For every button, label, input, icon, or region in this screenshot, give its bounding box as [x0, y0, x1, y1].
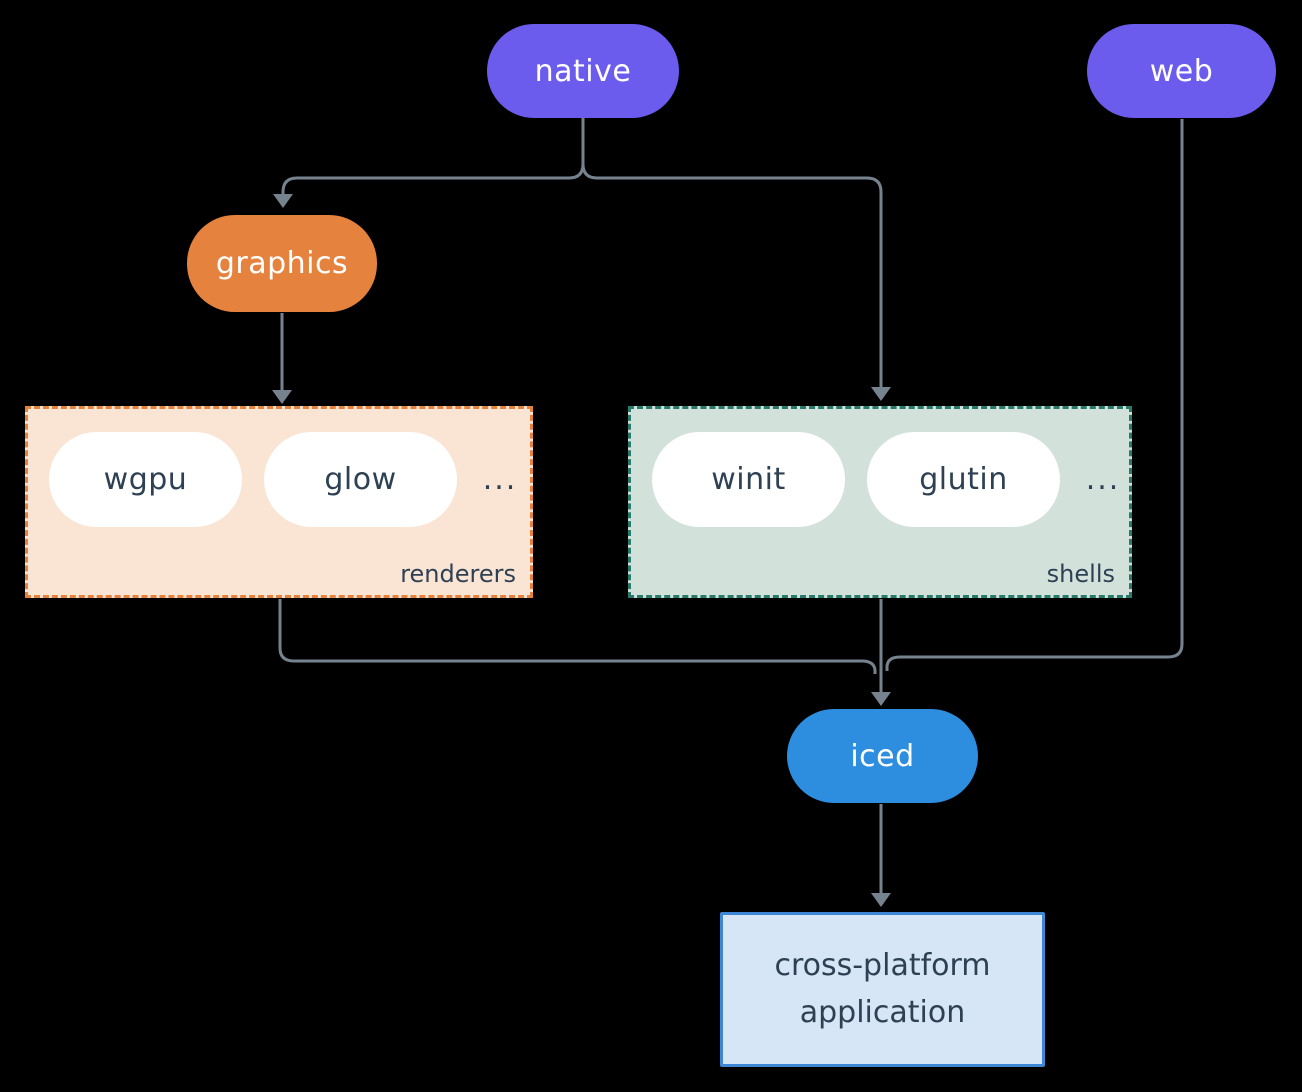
pill-glow-label: glow	[324, 462, 397, 497]
pill-winit: winit	[652, 432, 845, 527]
application-label: cross-platform application	[774, 948, 991, 1030]
node-native-label: native	[534, 53, 632, 89]
arrowhead-graphics	[273, 194, 293, 208]
pill-wgpu: wgpu	[49, 432, 242, 527]
node-web-label: web	[1149, 53, 1214, 89]
pill-glutin: glutin	[867, 432, 1060, 527]
node-graphics: graphics	[187, 215, 377, 312]
node-iced-label: iced	[850, 738, 915, 774]
node-graphics-label: graphics	[215, 246, 349, 281]
pill-winit-label: winit	[711, 462, 786, 497]
arrowhead-renderers	[272, 390, 292, 404]
group-renderers: wgpu glow ... renderers	[25, 406, 533, 598]
node-web: web	[1087, 24, 1276, 118]
connector-native-shells	[581, 163, 883, 388]
pill-glutin-label: glutin	[919, 462, 1008, 497]
node-iced: iced	[787, 709, 978, 803]
connector-renderers-junction	[278, 599, 877, 674]
connector-web-junction	[885, 119, 1184, 671]
connector-native-graphics	[281, 163, 585, 195]
group-shells: winit glutin ... shells	[628, 406, 1132, 598]
pill-wgpu-label: wgpu	[103, 462, 188, 497]
node-native: native	[487, 24, 679, 118]
arrowhead-application	[871, 893, 891, 907]
node-cross-platform-application: cross-platform application	[720, 912, 1045, 1067]
shells-group-label: shells	[1046, 560, 1115, 588]
arrowhead-iced	[871, 692, 891, 706]
shells-ellipsis: ...	[1085, 462, 1121, 497]
renderers-group-label: renderers	[400, 560, 516, 588]
renderers-ellipsis: ...	[482, 462, 518, 497]
pill-glow: glow	[264, 432, 457, 527]
arrowhead-shells	[871, 387, 891, 401]
